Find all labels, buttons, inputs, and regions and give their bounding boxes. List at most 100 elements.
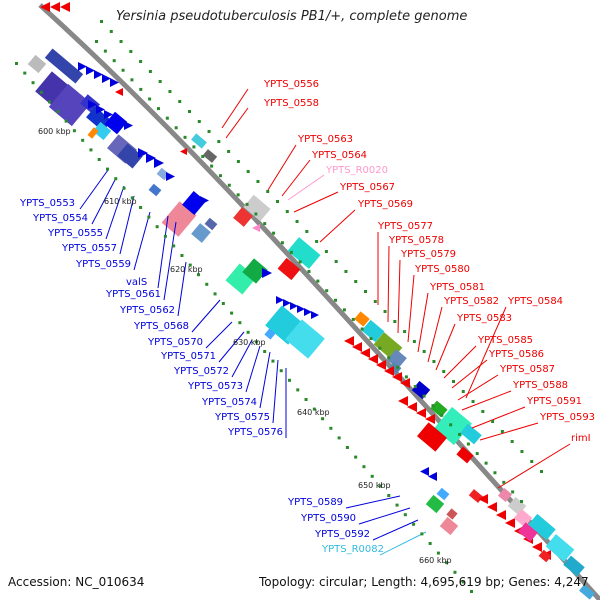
tick-mark (312, 407, 316, 411)
label-connector-line (465, 306, 507, 399)
tick-mark (236, 160, 240, 163)
tick-mark (210, 164, 214, 168)
gene-feature (460, 423, 482, 445)
gene-arrow (352, 342, 362, 352)
tick-mark (354, 280, 358, 283)
gene-label-left: YPTS_0589 (287, 497, 343, 508)
tick-mark (360, 327, 364, 331)
gene-label-right: YPTS_R0020 (325, 165, 388, 176)
tick-mark (207, 130, 211, 133)
tick-mark (112, 59, 116, 63)
gene-label-left: YPTS_0590 (300, 513, 356, 524)
gene-feature (468, 489, 484, 503)
gene-label-left: YPTS_0559 (75, 259, 131, 270)
tick-mark (245, 202, 249, 206)
label-connector-line (177, 261, 187, 317)
gene-label-right: YPTS_0584 (507, 296, 563, 307)
gene-arrow (50, 2, 60, 12)
label-connector-line (79, 169, 109, 210)
tick-mark (81, 138, 85, 142)
tick-mark (395, 503, 399, 507)
gene-label-right: YPTS_0577 (377, 221, 433, 232)
tick-mark (180, 254, 184, 257)
tick-mark (183, 135, 187, 139)
gene-feature (27, 54, 47, 74)
label-connector-line (345, 495, 401, 509)
gene-feature (87, 127, 99, 139)
tick-mark (422, 350, 426, 353)
tick-mark (440, 413, 444, 417)
gene-feature (538, 549, 552, 563)
gene-arrow (88, 100, 97, 109)
label-connector-line (407, 274, 415, 343)
label-connector-line (205, 321, 233, 349)
tick-mark (288, 378, 291, 382)
tick-mark (370, 474, 374, 478)
tick-mark (373, 300, 377, 303)
tick-label: 600 kbp (38, 127, 71, 136)
gene-feature (117, 143, 143, 169)
tick-mark (432, 360, 436, 363)
tick-label: 620 kbp (170, 265, 203, 274)
tick-mark (95, 40, 98, 43)
label-connector-line (231, 339, 253, 378)
gene-feature (439, 516, 459, 536)
tick-mark (354, 455, 358, 459)
gene-feature (563, 555, 585, 577)
tick-mark (89, 148, 93, 152)
gene-label-right: YPTS_0585 (477, 335, 533, 346)
label-connectors (79, 88, 571, 556)
tick-mark (369, 337, 373, 341)
label-connector-line (91, 177, 117, 225)
gene-label-left: YPTS_0561 (105, 289, 161, 300)
gene-feature (354, 311, 370, 327)
gene-feature (161, 201, 197, 237)
tick-mark (188, 110, 191, 113)
gene-label-right: YPTS_0569 (357, 199, 413, 210)
tick-mark (178, 100, 182, 103)
label-connector-line (435, 323, 456, 371)
tick-mark (431, 404, 435, 408)
tick-mark (404, 375, 408, 379)
label-connector-line (191, 299, 221, 333)
tick-mark (475, 452, 479, 456)
label-connector-line (157, 215, 169, 289)
gene-feature (86, 106, 112, 132)
gene-label-left: YPTS_0553 (19, 198, 75, 209)
gene-feature (48, 83, 92, 127)
gene-label-left: YPTS_0562 (119, 305, 175, 316)
tick-mark (383, 310, 387, 313)
topology-text: Topology: circular; Length: 4,695,619 bp… (259, 575, 589, 589)
tick-mark (502, 480, 506, 484)
tick-mark (403, 330, 407, 333)
label-connector-line (397, 259, 401, 334)
gene-arrow (376, 360, 386, 370)
tick-mark (276, 200, 279, 203)
label-connector-line (461, 390, 512, 411)
tick-mark (307, 270, 311, 273)
gene-label-left: YPTS_0555 (47, 228, 103, 239)
gene-label-right: rimI (571, 433, 591, 444)
gene-label-left: YPTS_0573 (187, 381, 243, 392)
label-connector-line (221, 88, 249, 129)
tick-mark (445, 561, 449, 565)
gene-label-right: YPTS_0579 (400, 249, 456, 260)
tick-mark (230, 311, 234, 315)
tick-mark (470, 590, 473, 593)
tick-mark (130, 78, 134, 82)
gene-feature (104, 111, 128, 135)
tick-mark (188, 263, 192, 267)
label-connector-line (245, 345, 261, 393)
tick-mark (484, 461, 488, 465)
gene-feature (513, 508, 533, 528)
gene-arrow (487, 502, 497, 512)
tick-mark (305, 230, 309, 233)
label-connector-line (387, 245, 390, 323)
label-connector-line (451, 359, 488, 389)
tick-mark (39, 90, 43, 94)
tick-mark (109, 30, 113, 33)
tick-mark (139, 206, 143, 209)
tick-mark (271, 359, 275, 363)
tick-mark (246, 330, 250, 334)
gene-feature (545, 534, 575, 562)
